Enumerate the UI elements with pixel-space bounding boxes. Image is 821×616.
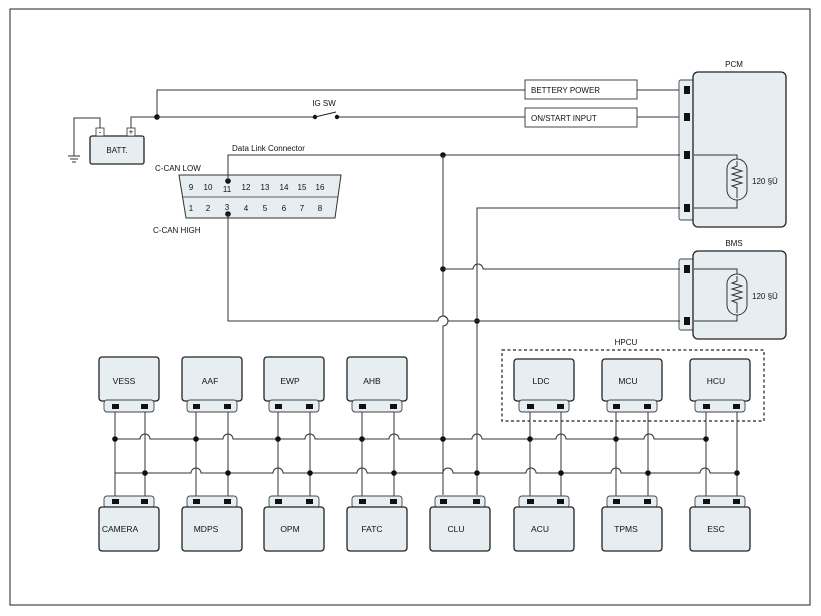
module-label: CLU — [447, 524, 464, 534]
data-link-connector-label: Data Link Connector — [232, 144, 305, 153]
bus-junctions — [112, 436, 740, 476]
bms-module: BMS 120 §Ü — [678, 239, 787, 340]
bottom-module-tpms: TPMS — [601, 495, 663, 552]
battery-box — [89, 135, 145, 165]
pcm-resistor-label: 120 §Ü — [752, 177, 778, 186]
dlc-pin: 8 — [318, 204, 323, 213]
top-module-ewp: EWP — [263, 356, 325, 413]
pcm-module: PCM 120 §Ü — [678, 60, 787, 228]
pcm-label: PCM — [725, 60, 743, 69]
module-label: AHB — [363, 376, 381, 386]
bottom-module-clu: CLU — [429, 495, 491, 552]
bottom-module-opm: OPM — [263, 495, 325, 552]
battery-power-label: BETTERY POWER — [531, 86, 600, 95]
bottom-module-fatc: FATC — [346, 495, 408, 552]
module-label: OPM — [280, 524, 299, 534]
module-label: MCU — [618, 376, 637, 386]
battery-plus-label: + — [129, 128, 134, 137]
bottom-module-mdps: MDPS — [181, 495, 243, 552]
dlc-pin: 9 — [189, 183, 194, 192]
module-label: LDC — [532, 376, 549, 386]
dlc-pin: 6 — [282, 204, 287, 213]
module-label: EWP — [280, 376, 300, 386]
on-start-input-label: ON/START INPUT — [531, 114, 597, 123]
dlc-pin: 3 — [225, 203, 230, 212]
module-label: AAF — [202, 376, 219, 386]
dlc-pin: 5 — [263, 204, 268, 213]
battery-section: - + BATT. — [68, 116, 157, 165]
module-label: FATC — [361, 524, 382, 534]
module-label: TPMS — [614, 524, 638, 534]
dlc-pin: 7 — [300, 204, 305, 213]
hpcu-label: HPCU — [615, 338, 638, 347]
hpcu-module-ldc: LDC — [513, 358, 575, 413]
module-label: MDPS — [194, 524, 219, 534]
dlc-pin: 15 — [298, 183, 307, 192]
bottom-module-esc: ESC — [689, 495, 751, 552]
dlc-pin: 11 — [223, 185, 232, 194]
module-label: ACU — [531, 524, 549, 534]
hpcu-module-mcu: MCU — [601, 358, 663, 413]
module-label: VESS — [113, 376, 136, 386]
dlc-pin: 12 — [242, 183, 251, 192]
data-link-connector: Data Link Connector C-CAN LOW C-CAN HIGH… — [153, 144, 342, 235]
module-label: HCU — [707, 376, 725, 386]
hpcu-group — [501, 349, 765, 422]
dlc-pin: 4 — [244, 204, 249, 213]
top-module-aaf: AAF — [181, 356, 243, 413]
dlc-pin: 1 — [189, 204, 194, 213]
bottom-module-camera: CAMERA — [98, 495, 160, 552]
dlc-pin: 16 — [316, 183, 325, 192]
page-frame — [9, 8, 811, 606]
ig-sw-label: IG SW — [312, 99, 336, 108]
dlc-pin: 13 — [261, 183, 270, 192]
top-module-vess: VESS — [98, 356, 160, 413]
hpcu-module-hcu: HCU — [689, 358, 751, 413]
bottom-module-wires — [114, 439, 738, 500]
dlc-pin-row-top: 9 10 11 12 13 14 15 16 — [189, 183, 325, 194]
ignition-switch: IG SW — [312, 99, 340, 120]
dlc-pin: 14 — [280, 183, 289, 192]
top-module-ahb: AHB — [346, 356, 408, 413]
battery-minus-label: - — [99, 128, 102, 137]
bms-label: BMS — [725, 239, 742, 248]
battery-label: BATT. — [106, 146, 127, 155]
module-label: CAMERA — [102, 524, 139, 534]
module-label: ESC — [707, 524, 724, 534]
on-start-signal-box — [524, 107, 638, 128]
dlc-pin: 10 — [204, 183, 213, 192]
c-can-low-label: C-CAN LOW — [155, 164, 201, 173]
bottom-module-acu: ACU — [513, 495, 575, 552]
bms-resistor-label: 120 §Ü — [752, 292, 778, 301]
c-can-high-label: C-CAN HIGH — [153, 226, 201, 235]
battery-power-signal-box — [524, 79, 638, 100]
dlc-pin: 2 — [206, 204, 211, 213]
dlc-pin-row-bottom: 1 2 3 4 5 6 7 8 — [189, 203, 323, 213]
top-module-wires — [114, 407, 738, 473]
